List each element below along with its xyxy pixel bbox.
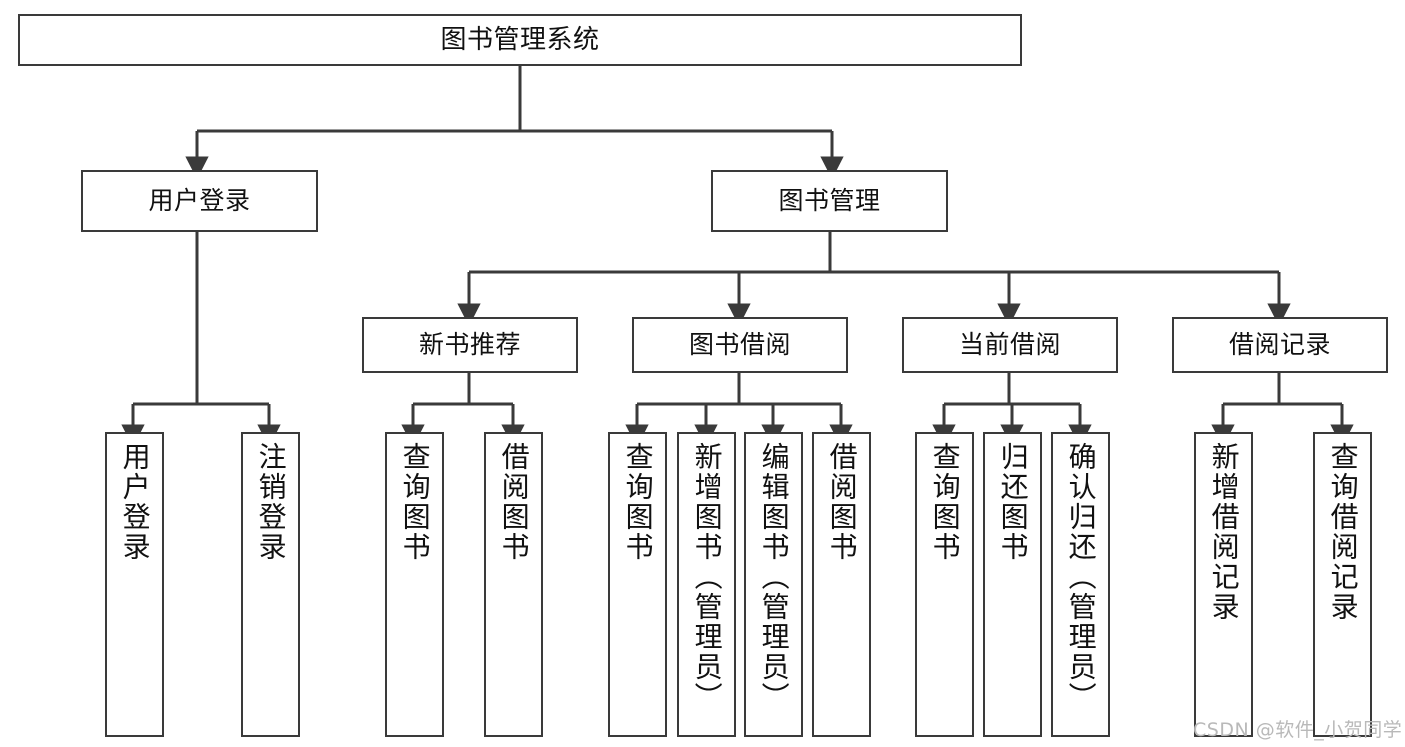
node-current-borrow[interactable]: 当前借阅 [902, 317, 1118, 373]
node-label: 查询图书 [398, 442, 432, 562]
node-label: 查询图书 [928, 442, 962, 562]
node-leaf-borrow-book-2[interactable]: 借阅图书 [812, 432, 871, 737]
node-user-login[interactable]: 用户登录 [81, 170, 318, 232]
node-book-manage[interactable]: 图书管理 [711, 170, 948, 232]
node-label: 新增图书（管理员） [690, 442, 724, 712]
node-leaf-edit-book[interactable]: 编辑图书（管理员） [744, 432, 803, 737]
node-label: 注销登录 [254, 442, 288, 562]
node-label: 新增借阅记录 [1207, 442, 1241, 622]
node-label: 查询借阅记录 [1326, 442, 1360, 622]
node-label: 查询图书 [621, 442, 655, 562]
node-label: 图书管理系统 [440, 24, 600, 55]
node-label: 图书管理 [778, 186, 881, 216]
node-leaf-query-book-2[interactable]: 查询图书 [608, 432, 667, 737]
node-leaf-user-logout[interactable]: 注销登录 [241, 432, 300, 737]
node-leaf-return-book[interactable]: 归还图书 [983, 432, 1042, 737]
node-book-borrow[interactable]: 图书借阅 [632, 317, 848, 373]
node-leaf-borrow-book-1[interactable]: 借阅图书 [484, 432, 543, 737]
node-leaf-query-book-3[interactable]: 查询图书 [915, 432, 974, 737]
node-label: 新书推荐 [418, 330, 521, 360]
node-label: 图书借阅 [688, 330, 791, 360]
node-new-book-rec[interactable]: 新书推荐 [362, 317, 578, 373]
node-root-system[interactable]: 图书管理系统 [18, 14, 1022, 66]
node-label: 当前借阅 [958, 330, 1061, 360]
node-label: 借阅图书 [825, 442, 859, 562]
node-leaf-add-book[interactable]: 新增图书（管理员） [677, 432, 736, 737]
node-leaf-query-book-1[interactable]: 查询图书 [385, 432, 444, 737]
node-label: 归还图书 [996, 442, 1030, 562]
node-label: 借阅记录 [1228, 330, 1331, 360]
node-leaf-user-login[interactable]: 用户登录 [105, 432, 164, 737]
node-leaf-query-record[interactable]: 查询借阅记录 [1313, 432, 1372, 737]
node-leaf-add-record[interactable]: 新增借阅记录 [1194, 432, 1253, 737]
node-label: 编辑图书（管理员） [757, 442, 791, 712]
node-borrow-record[interactable]: 借阅记录 [1172, 317, 1388, 373]
node-leaf-confirm-return[interactable]: 确认归还（管理员） [1051, 432, 1110, 737]
node-label: 用户登录 [148, 186, 251, 216]
node-label: 用户登录 [118, 442, 152, 562]
watermark-text: CSDN @软件_小贺同学 [1193, 719, 1403, 741]
node-label: 借阅图书 [497, 442, 531, 562]
node-label: 确认归还（管理员） [1064, 442, 1098, 712]
